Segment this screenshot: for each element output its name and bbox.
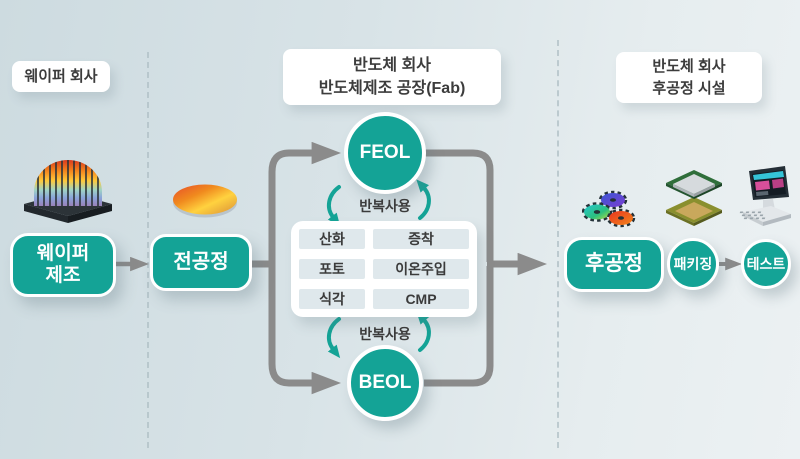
- fab-header: 반도체 회사 반도체제조 공장(Fab): [283, 49, 501, 105]
- wafer-mfg-label-line1: 웨이퍼: [36, 242, 90, 264]
- packaging-label: 패키징: [673, 256, 713, 272]
- chip-package-icon: [666, 170, 722, 226]
- wafer-mfg-node: 웨이퍼 제조: [10, 233, 116, 297]
- wafer-company-header-label: 웨이퍼 회사: [24, 67, 98, 85]
- gear-green: [582, 202, 613, 222]
- section-divider-left: [147, 52, 149, 448]
- back-end-node: 후공정: [564, 237, 664, 292]
- process-step-cmp: CMP: [373, 289, 469, 309]
- process-step-oxidation: 산화: [299, 229, 365, 249]
- gear-red: [606, 208, 636, 228]
- gear-blue: [598, 190, 628, 210]
- process-step-ion-implant: 이온주입: [373, 259, 469, 279]
- test-label: 테스트: [746, 256, 786, 272]
- repeat-arrow-top-down: [326, 185, 341, 227]
- repeat-arrow-top-up: [416, 179, 431, 220]
- beol-label: BEOL: [358, 372, 412, 393]
- section-divider-right: [557, 40, 559, 448]
- repeat-arrow-bottom-up: [416, 311, 431, 352]
- test-computer-icon: [739, 166, 791, 226]
- repeat-use-label-top: 반복사용: [359, 198, 411, 214]
- front-end-node: 전공정: [150, 234, 252, 291]
- fab-header-line2: 반도체제조 공장(Fab): [318, 80, 466, 97]
- fab-header-line1: 반도체 회사: [352, 56, 432, 74]
- front-end-label: 전공정: [173, 250, 229, 273]
- gears-icon: [582, 190, 636, 228]
- wafer-cassette-icon: [24, 160, 112, 223]
- wafer-mfg-label-line2: 제조: [45, 265, 81, 286]
- backend-header: 반도체 회사 후공정 시설: [616, 52, 762, 103]
- process-steps-box: 산화 증착 포토 이온주입 식각 CMP: [291, 221, 477, 317]
- repeat-arrow-bottom-down: [326, 317, 341, 359]
- arrow-loop-to-beol: [268, 261, 341, 395]
- arrow-loop-to-feol: [268, 141, 341, 267]
- repeat-use-label-bottom: 반복사용: [359, 326, 411, 342]
- wafer-disc-icon: [173, 184, 237, 218]
- process-step-photo: 포토: [299, 259, 365, 279]
- feol-label: FEOL: [359, 142, 411, 163]
- feol-node: FEOL: [344, 112, 426, 194]
- backend-header-line1: 반도체 회사: [652, 57, 726, 75]
- wafer-company-header: 웨이퍼 회사: [12, 61, 110, 92]
- line-beol-out: [424, 266, 494, 387]
- beol-node: BEOL: [347, 345, 423, 421]
- packaging-node: 패키징: [667, 238, 719, 290]
- backend-header-line2: 후공정 시설: [652, 79, 726, 97]
- line-feol-out: [424, 149, 494, 262]
- back-end-label: 후공정: [585, 252, 643, 276]
- process-step-deposition: 증착: [373, 229, 469, 249]
- process-step-etch: 식각: [299, 289, 365, 309]
- test-node: 테스트: [741, 239, 791, 289]
